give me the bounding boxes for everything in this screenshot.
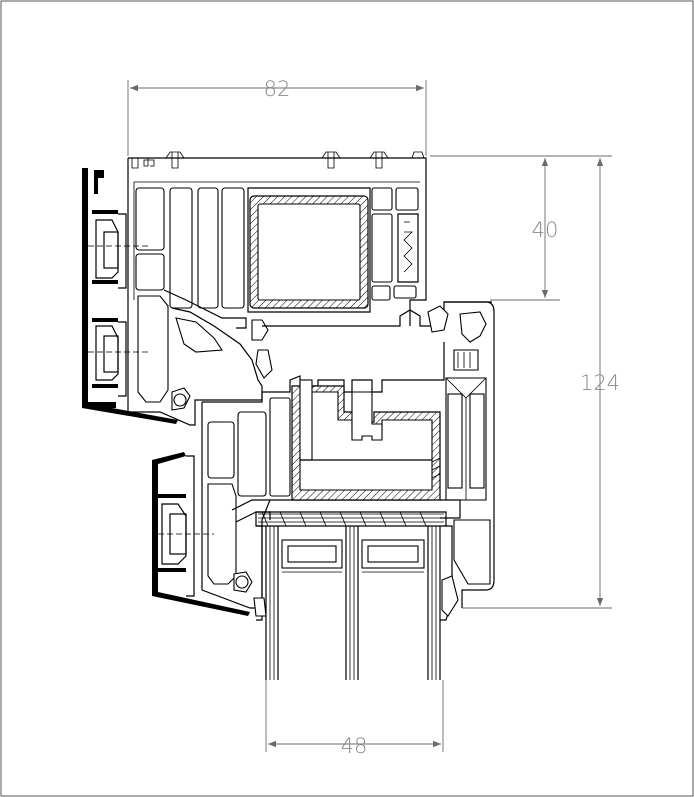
dimension-label-bottom: 48 xyxy=(341,734,368,758)
dimension-label-upper: 40 xyxy=(532,218,559,242)
dimension-upper-height: 40 xyxy=(430,155,612,301)
sash-profile xyxy=(201,342,445,609)
dimension-label-total: 124 xyxy=(580,371,620,395)
dimension-total-height: 124 xyxy=(462,158,620,609)
spacer-bar-right xyxy=(361,539,425,573)
glass-pane-inner xyxy=(427,526,441,680)
spacer-bar-left xyxy=(281,539,343,573)
frame-right-section xyxy=(427,301,495,608)
dimension-top-width: 82 xyxy=(127,77,427,156)
glass-pane-outer xyxy=(265,526,279,680)
cladding-lower xyxy=(152,452,250,616)
dimension-bottom-width: 48 xyxy=(265,680,444,758)
glass-pane-middle xyxy=(345,526,359,680)
frame-profile xyxy=(127,151,492,426)
dimension-label-top: 82 xyxy=(264,77,291,101)
glazing-unit xyxy=(253,511,459,680)
cladding-upper xyxy=(82,168,178,424)
